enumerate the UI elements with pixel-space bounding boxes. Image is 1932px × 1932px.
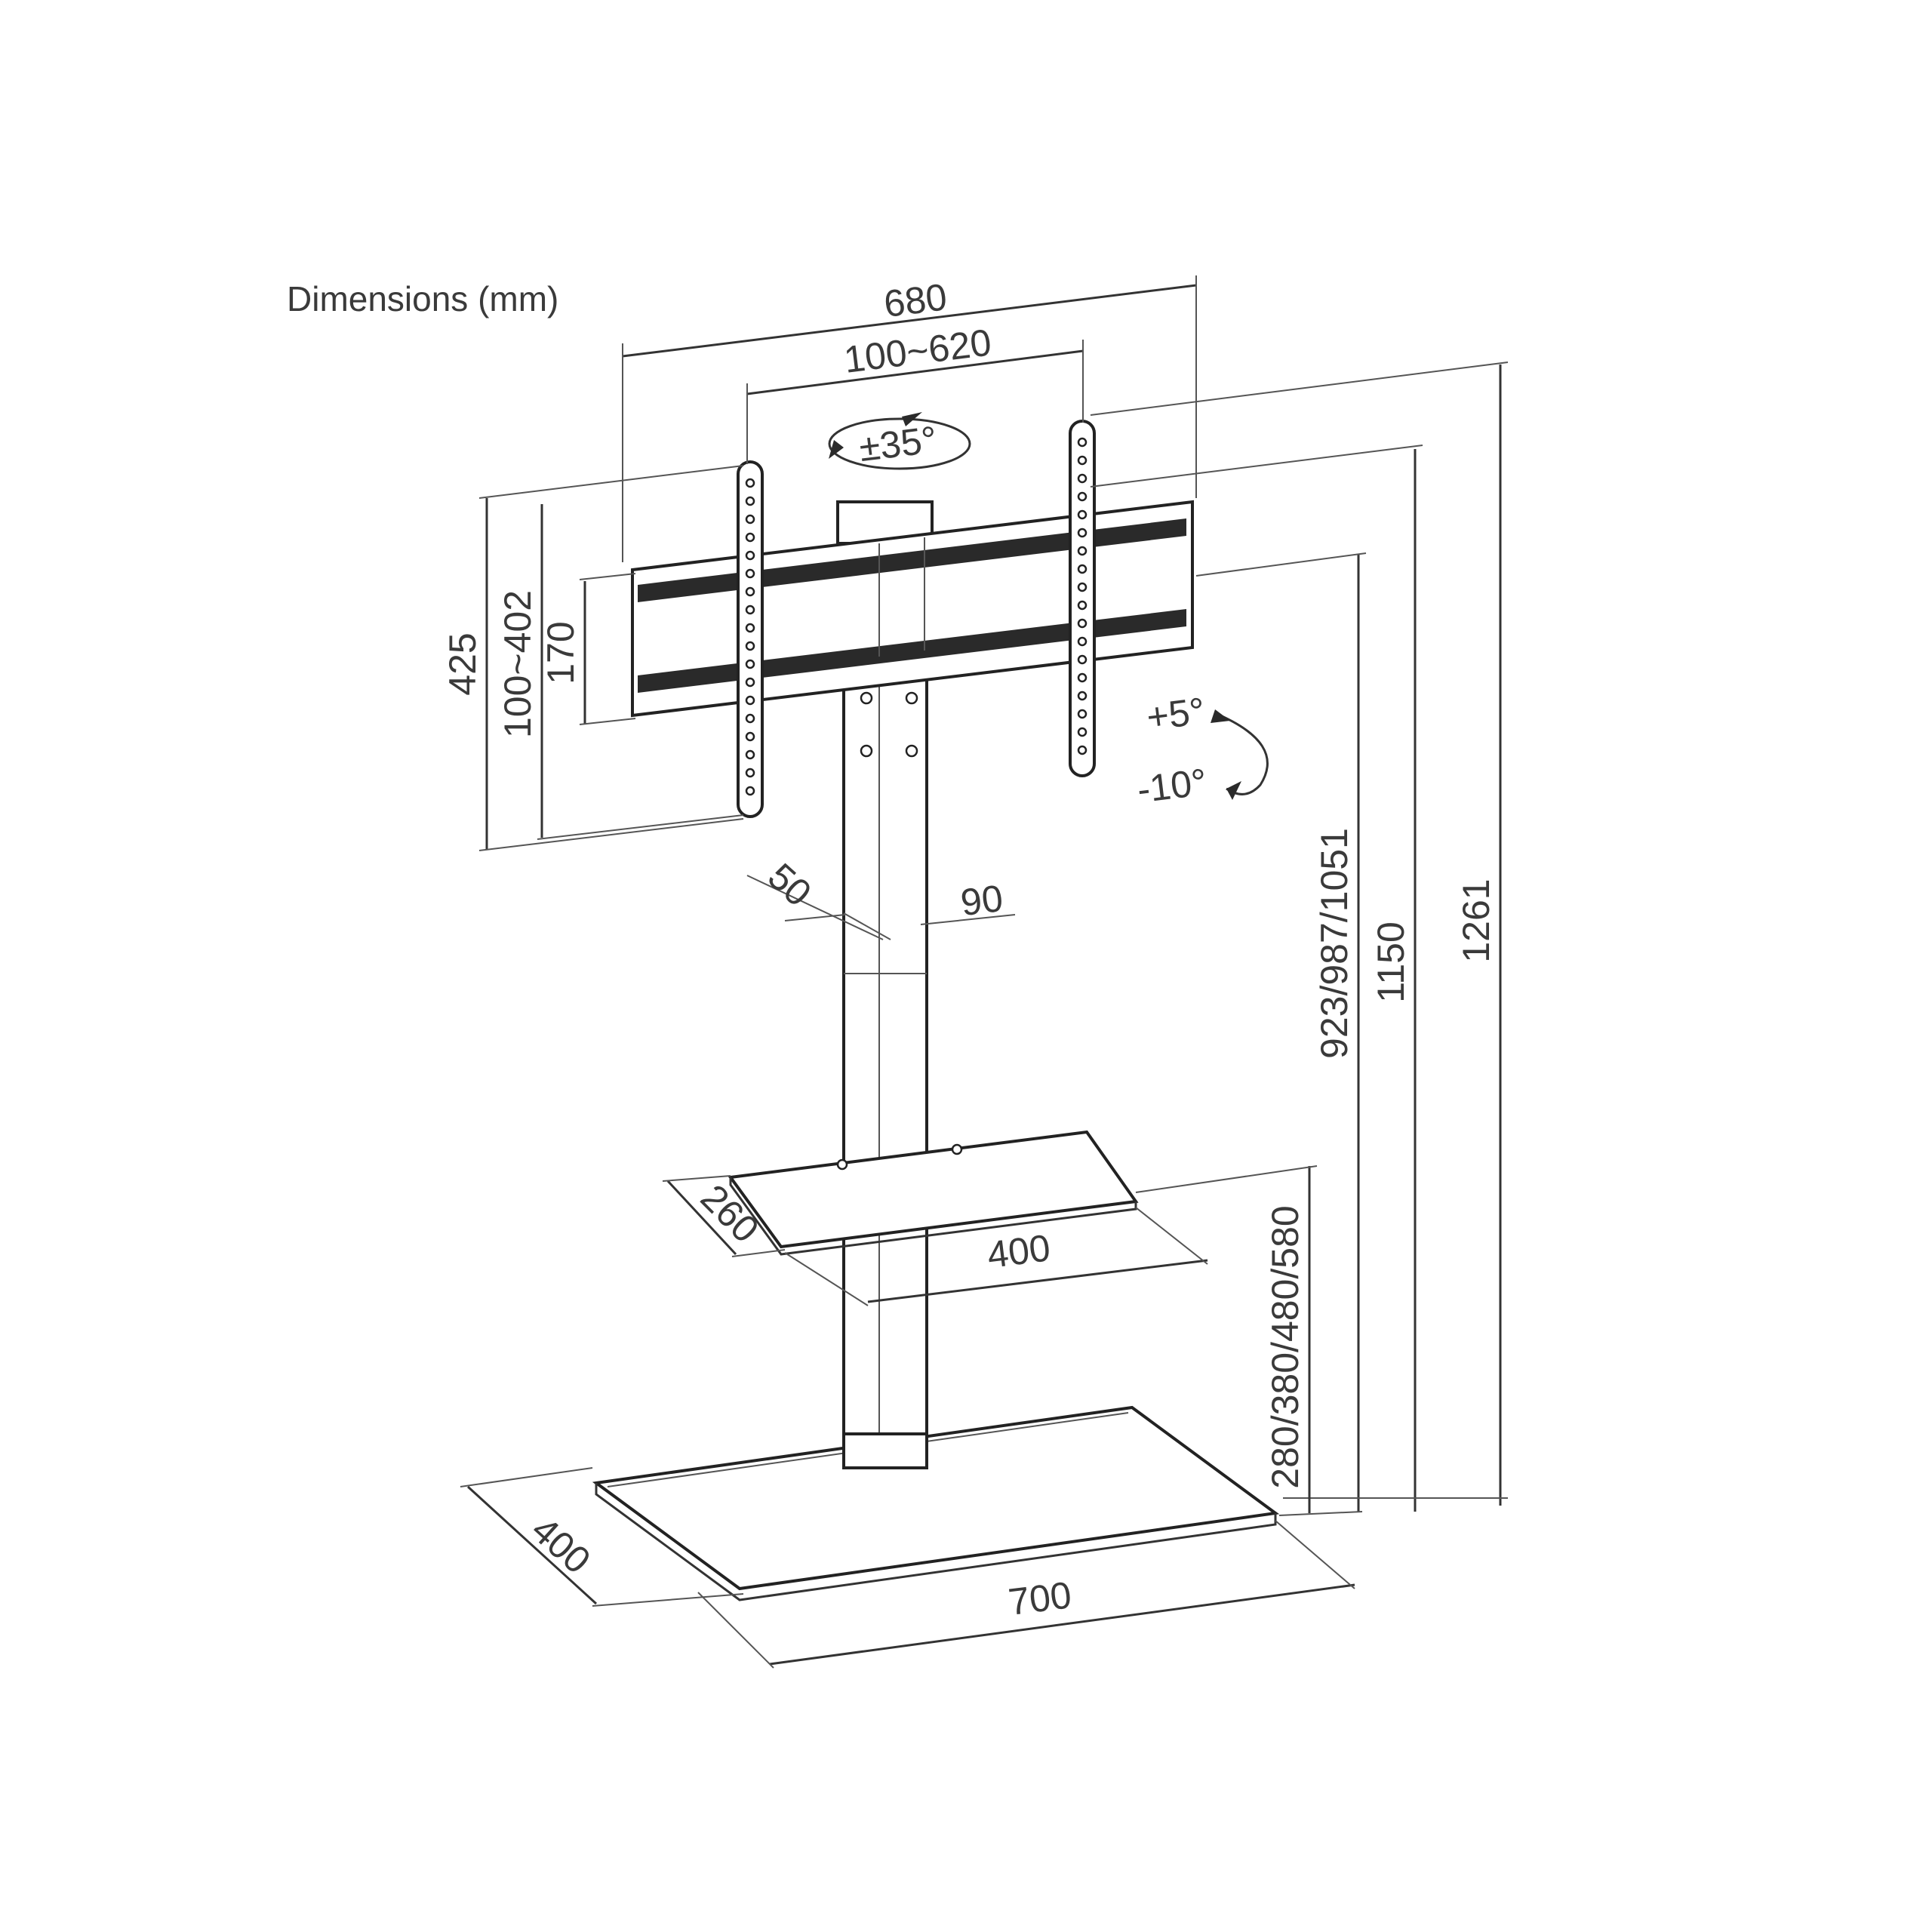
bracket-hole [745,641,755,651]
dim-1261 [1090,361,1509,1506]
bracket-hole [1077,654,1088,665]
bracket-hole [1077,709,1088,719]
bracket-hole [1077,509,1088,520]
bracket-hole [1077,473,1088,484]
bracket-hole [745,786,755,796]
dim-column [746,875,1016,940]
label-1261: 1261 [1455,878,1497,962]
dim-170 [579,573,636,725]
bracket-hole [1077,636,1088,647]
dim-shelf-width [784,1207,1208,1306]
glass-shelf [728,1130,1139,1256]
dim-shelf-depth [662,1175,786,1257]
diagram-title: Dimensions (mm) [287,279,558,318]
bracket-hole [745,586,755,597]
label-tilt-up: +5° [1144,690,1207,739]
dim-680 [622,275,1197,562]
bracket-hole [745,749,755,760]
label-base-width: 700 [1006,1574,1074,1623]
label-680: 680 [881,275,949,325]
bracket-hole [745,605,755,615]
bracket-hole [1077,564,1088,574]
label-vesa-height: 100~402 [497,590,539,738]
bracket-hole [745,713,755,724]
label-column-width: 90 [958,877,1005,924]
bracket-hole [1077,745,1088,755]
label-swivel: ±35° [857,418,939,469]
dim-base-width [697,1520,1355,1669]
label-170: 170 [540,621,582,684]
label-vesa-width: 100~620 [841,321,993,380]
dim-vesa-width [746,340,1084,464]
dim-1150 [1090,445,1423,1512]
base-plate [592,1405,1280,1601]
bracket-hole [1077,491,1088,502]
bracket-hole [1077,582,1088,592]
bracket-hole [745,550,755,561]
label-1150: 1150 [1370,921,1412,1003]
bracket-hole [745,623,755,633]
label-mount-height: 923/987/1051 [1313,828,1355,1059]
left-bracket [737,460,764,818]
dim-mount-height [1195,552,1367,1512]
bracket-hole [745,478,755,488]
bracket-hole [1077,600,1088,611]
bracket-hole [745,496,755,506]
bracket-hole [1077,618,1088,629]
right-bracket [1069,420,1096,777]
label-425: 425 [441,632,484,695]
bracket-hole [1077,546,1088,556]
bracket-hole [1077,672,1088,683]
dim-base-depth [460,1467,744,1607]
bracket-hole [745,514,755,525]
bracket-hole [745,695,755,706]
dim-shelf-height [1135,1165,1363,1516]
bracket-hole [745,731,755,742]
bracket-hole [745,532,755,543]
bracket-hole [1077,727,1088,737]
tilt-indicator [1211,709,1269,800]
bracket-hole [745,568,755,579]
dim-425 [478,465,744,851]
dim-vesa-height [537,504,744,840]
bracket-hole [745,677,755,688]
mount-frame [631,500,1194,718]
bracket-hole [745,659,755,669]
bracket-hole [1077,528,1088,538]
bracket-hole [1077,455,1088,466]
label-shelf-height: 280/380/480/580 [1264,1205,1306,1488]
bracket-hole [745,768,755,778]
label-tilt-down: -10° [1135,761,1209,811]
bracket-hole [1077,437,1088,448]
label-base-depth: 400 [524,1509,598,1582]
bracket-hole [1077,691,1088,701]
swivel-indicator [828,412,971,470]
label-shelf-width: 400 [985,1226,1053,1276]
